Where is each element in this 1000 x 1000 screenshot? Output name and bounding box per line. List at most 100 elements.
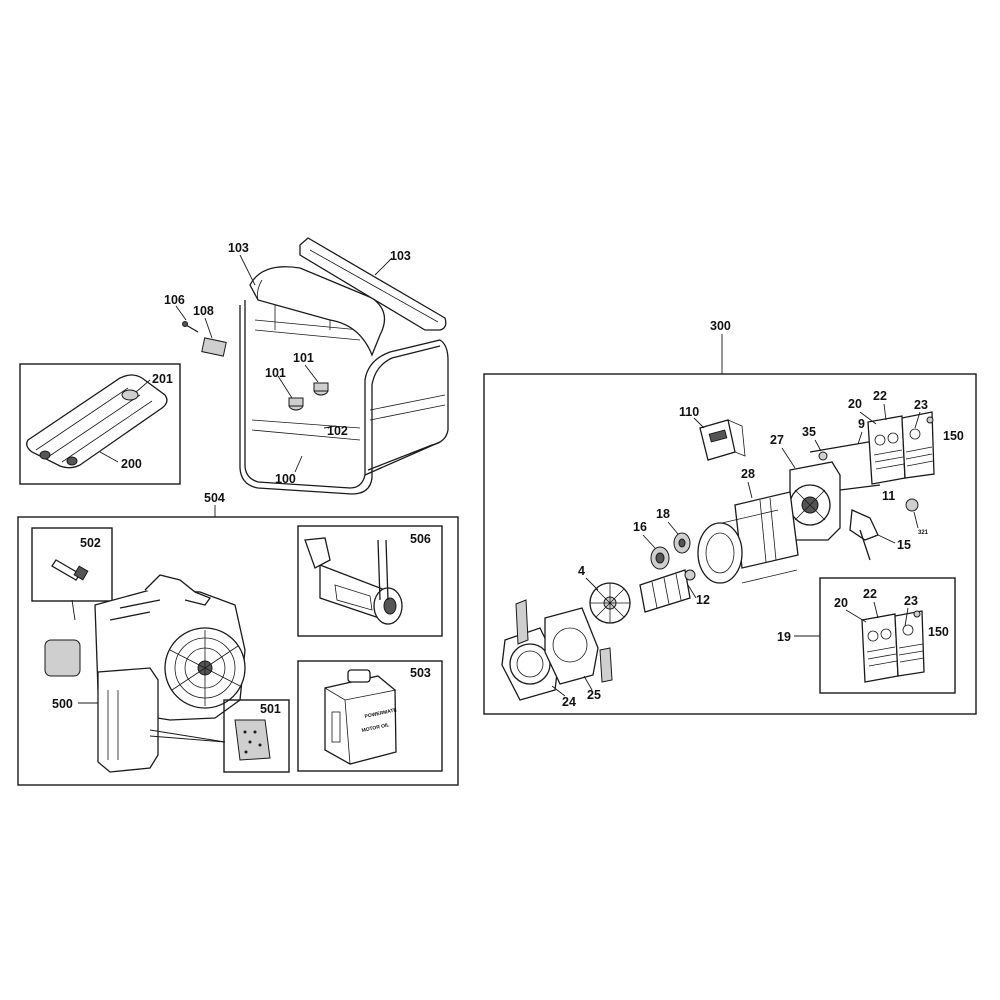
callout-18: 18 (656, 507, 670, 521)
oil-label-type: MOTOR OIL (361, 722, 390, 734)
terminal-cover-110 (699, 419, 746, 461)
callout-500: 500 (52, 697, 73, 711)
fuel-cap-201 (121, 389, 139, 401)
bushing-321 (905, 498, 919, 512)
alternator-box (483, 373, 977, 715)
capacitor-15 (849, 509, 879, 561)
screw-150 (926, 416, 934, 424)
leader-27 (781, 447, 796, 469)
bearing-18-inner (678, 538, 686, 548)
callout-23b: 23 (904, 594, 918, 608)
leader-110 (693, 417, 705, 429)
fan-housing-screen (599, 647, 613, 683)
leader-15 (877, 534, 896, 544)
oil-window (331, 711, 341, 743)
oil-box (297, 660, 443, 772)
frame-side-rails (369, 394, 446, 421)
muffler-flange (304, 537, 331, 569)
air-filter (234, 719, 271, 761)
leader-102 (323, 425, 337, 429)
callout-503: 503 (410, 666, 431, 680)
kit-panel-20 (861, 613, 899, 683)
rubber-mount-2-body (313, 382, 329, 392)
leader-200 (99, 451, 119, 463)
outlet-2 (887, 432, 899, 444)
cover-panel-left (249, 266, 386, 357)
fan-housing (544, 607, 599, 685)
callout-16: 16 (633, 520, 647, 534)
fan-housing-25 (544, 607, 613, 685)
callout-35: 35 (802, 425, 816, 439)
frame-tube-outer (239, 305, 441, 495)
bearing-16-inner (655, 552, 665, 564)
bolt-106 (185, 324, 199, 333)
rotor-12 (639, 569, 696, 613)
outlet-3 (909, 428, 921, 440)
kit-outlet-2 (880, 628, 892, 640)
callout-321: 321 (918, 530, 929, 536)
rotor-windings (651, 573, 682, 609)
control-panel-kit (861, 610, 925, 683)
spark-plug-body (51, 559, 81, 581)
rotor-body (639, 569, 691, 613)
callout-103a: 103 (228, 241, 249, 255)
engine-top-bracket (144, 574, 212, 606)
callout-19: 19 (777, 630, 791, 644)
outlet-1 (874, 434, 886, 446)
callout-15: 15 (897, 538, 911, 552)
fan-blades (590, 583, 630, 623)
stator-body (734, 491, 799, 569)
bracket-108 (201, 337, 227, 357)
capacitor-body (849, 509, 879, 541)
cover-panel-fold (309, 249, 439, 323)
callout-501: 501 (260, 702, 281, 716)
callout-22b: 22 (863, 587, 877, 601)
callout-25: 25 (587, 688, 601, 702)
adapter-opening (509, 643, 551, 685)
fan-housing-ring (552, 627, 588, 663)
fuel-tank-box (19, 363, 181, 485)
callout-20b: 20 (834, 596, 848, 610)
callout-200: 200 (121, 457, 142, 471)
leader-501b (149, 735, 226, 743)
frame-tube (244, 300, 449, 489)
fuel-tank-foot-2 (66, 456, 78, 466)
callout-108: 108 (193, 304, 214, 318)
kit-screw-150 (913, 610, 921, 618)
leader-22a (883, 403, 887, 421)
callout-20a: 20 (848, 397, 862, 411)
leader-16 (642, 534, 656, 549)
leader-18 (667, 521, 679, 535)
stator-ring (697, 522, 743, 584)
adapter-screen (515, 599, 529, 645)
kit-panel-vents (866, 643, 925, 667)
kit-outlet-3 (902, 624, 914, 636)
bolt-106-head (182, 321, 188, 327)
spark-plug-hex (73, 565, 89, 581)
panel-23 (901, 411, 935, 479)
stator-28 (697, 491, 799, 584)
leader-22b (873, 601, 879, 619)
rotor-bearing (684, 569, 696, 581)
leader-101b (304, 364, 319, 383)
callout-106: 106 (164, 293, 185, 307)
carburetor (44, 639, 81, 677)
callout-4: 4 (578, 564, 585, 578)
callout-504: 504 (204, 491, 225, 505)
leader-25 (583, 675, 593, 691)
oil-cap (347, 669, 371, 683)
air-cleaner-housing (97, 667, 159, 773)
adapter-24 (501, 599, 559, 701)
callout-502: 502 (80, 536, 101, 550)
callout-101b: 101 (293, 351, 314, 365)
leader-101a (277, 375, 293, 399)
panel-vents (873, 446, 934, 470)
frame-crossbars (251, 319, 361, 441)
leader-502 (71, 599, 76, 621)
leader-4 (585, 577, 599, 591)
muffler-pipe (334, 584, 373, 611)
air-filter-box (223, 699, 290, 773)
terminal-cover-label (708, 429, 728, 443)
stator-windings (759, 497, 777, 563)
callout-101a: 101 (265, 366, 286, 380)
